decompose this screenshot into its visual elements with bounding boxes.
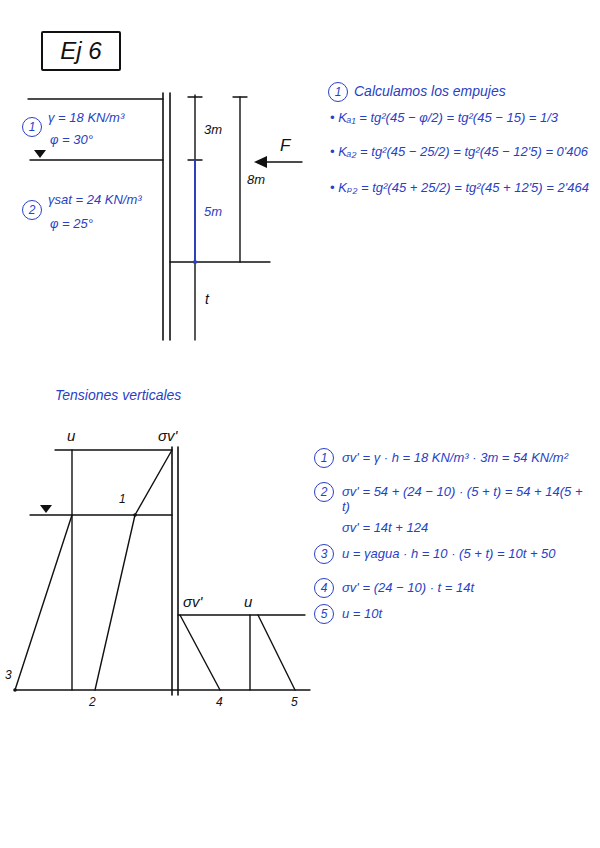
stress-symbol: σv' — [158, 428, 177, 443]
equation: σv' = γ · h = 18 KN/m³ · 3m = 54 KN/m² — [342, 450, 594, 465]
soil-parameter: γsat = 24 KN/m³ — [48, 192, 142, 207]
circled-number: 4 — [314, 578, 334, 598]
circled-number: 2 — [22, 200, 42, 220]
equation: σv' = (24 − 10) · t = 14t — [342, 580, 594, 595]
exercise-title: Ej 6 — [60, 39, 101, 63]
step-number: 5 — [321, 608, 328, 620]
equation: σv' = 54 + (24 − 10) · (5 + t) = 54 + 14… — [342, 484, 594, 514]
soil-parameter: φ = 30° — [50, 132, 93, 147]
callout-number: 5 — [291, 695, 298, 710]
exercise-title-box: Ej 6 — [41, 31, 121, 71]
step-number: 2 — [321, 486, 328, 498]
dimension: 3m — [204, 122, 222, 137]
equation: • Kₐ₁ = tg²(45 − φ/2) = tg²(45 − 15) = 1… — [330, 110, 595, 125]
callout-number: 2 — [89, 695, 96, 710]
circled-number: 1 — [314, 448, 334, 468]
callout-number: 4 — [216, 695, 223, 710]
section-heading: Tensiones verticales — [55, 388, 181, 403]
force-label: F — [280, 138, 290, 153]
step-number: 4 — [321, 582, 328, 594]
callout-number: 3 — [5, 668, 12, 683]
dimension: t — [205, 292, 209, 307]
equation: u = 10t — [342, 606, 594, 621]
dimension: 8m — [247, 172, 265, 187]
stress-symbol: u — [67, 428, 75, 443]
circled-number: 3 — [314, 544, 334, 564]
step-number: 1 — [335, 86, 342, 98]
step-heading: Calculamos los empujes — [354, 84, 506, 99]
equation: • Kₚ₂ = tg²(45 + 25/2) = tg²(45 + 12'5) … — [330, 180, 595, 195]
circled-number: 1 — [328, 82, 348, 102]
step-number: 2 — [29, 204, 36, 216]
soil-parameter: γ = 18 KN/m³ — [48, 110, 124, 125]
step-number: 3 — [321, 548, 328, 560]
stress-symbol: σv' — [183, 594, 202, 609]
equation: u = γagua · h = 10 · (5 + t) = 10t + 50 — [342, 546, 594, 561]
dimension: 5m — [204, 204, 222, 219]
circled-number: 5 — [314, 604, 334, 624]
step-number: 1 — [29, 121, 36, 133]
stress-symbol: u — [244, 594, 252, 609]
soil-parameter: φ = 25° — [50, 216, 93, 231]
equation: σv' = 14t + 124 — [342, 520, 594, 535]
circled-number: 2 — [314, 482, 334, 502]
callout-number: 1 — [119, 492, 126, 507]
equation: • Kₐ₂ = tg²(45 − 25/2) = tg²(45 − 12'5) … — [330, 144, 595, 159]
circled-number: 1 — [22, 117, 42, 137]
step-number: 1 — [321, 452, 328, 464]
